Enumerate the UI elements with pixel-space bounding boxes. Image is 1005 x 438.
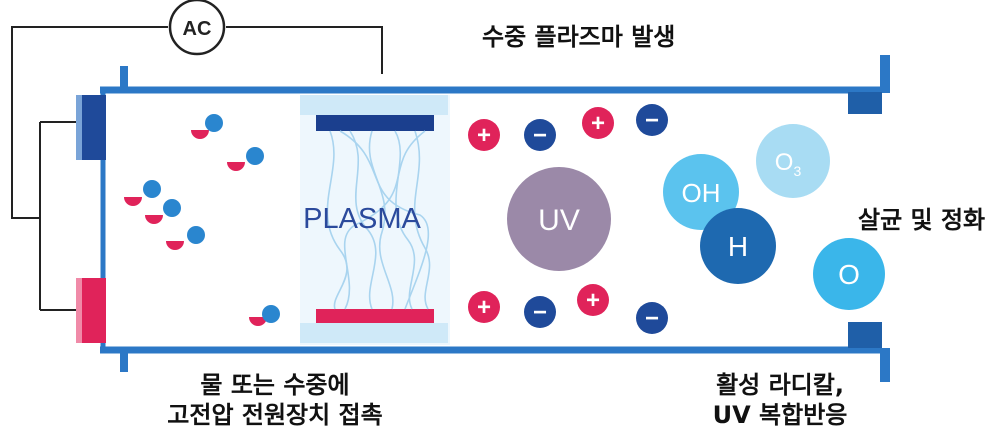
plasma-top-electrode (316, 115, 434, 131)
plasma-bottom-electrode (316, 309, 434, 323)
svg-text:+: + (586, 287, 600, 314)
outlet-cap-bottom (848, 322, 882, 348)
svg-text:−: − (645, 305, 659, 332)
plasma-region: PLASMA (300, 95, 450, 345)
ac-source: AC (168, 0, 226, 56)
svg-text:−: − (645, 107, 659, 134)
oh-radical: OH (663, 154, 739, 230)
negative-ion: − (636, 302, 668, 334)
positive-ion: + (577, 284, 609, 316)
negative-ion: − (524, 119, 556, 151)
svg-text:+: + (591, 110, 605, 137)
bottom-left-caption-line1: 물 또는 수중에 (200, 371, 350, 399)
bottom-left-caption: 물 또는 수중에 고전압 전원장치 접촉 (150, 370, 400, 430)
left-electrode-top (80, 95, 106, 160)
svg-text:−: − (533, 299, 547, 326)
top-caption: 수중 플라즈마 발생 (482, 23, 676, 51)
o-radical: O (813, 238, 885, 310)
uv-circle: UV (507, 167, 611, 271)
left-electrode-bottom-edge (76, 278, 82, 343)
plasma-label: PLASMA (303, 203, 421, 235)
svg-text:−: − (533, 122, 547, 149)
bottom-left-flange (120, 350, 128, 372)
plasma-bottom-plate (300, 323, 448, 343)
o3-label: O3 (775, 149, 802, 179)
svg-text:+: + (477, 294, 491, 321)
water-molecule (227, 147, 264, 171)
plasma-top-plate (300, 95, 448, 115)
water-molecules (124, 114, 280, 326)
wire-top (11, 26, 168, 219)
tube (100, 55, 890, 382)
uv-label: UV (538, 204, 580, 237)
water-molecule (124, 180, 161, 206)
water-molecule (145, 199, 181, 224)
bottom-right-caption-line2: UV 복합반응 (712, 401, 848, 429)
negative-ion: − (524, 296, 556, 328)
water-molecule (191, 114, 223, 139)
left-electrode-bottom (80, 278, 106, 343)
top-left-flange (120, 66, 128, 92)
wire-bracket (39, 121, 80, 311)
ac-source-circle (168, 0, 226, 56)
bottom-right-caption-line1: 활성 라디칼, (716, 371, 844, 399)
o-label: O (838, 259, 860, 290)
left-electrodes (76, 95, 106, 343)
radicals: OH O3 H O (663, 124, 885, 310)
svg-text:+: + (477, 122, 491, 149)
ac-source-label: AC (183, 18, 212, 40)
positive-ion: + (468, 291, 500, 323)
bottom-right-flange (880, 348, 890, 382)
h-radical: H (700, 208, 776, 284)
bottom-right-caption: 활성 라디칼, UV 복합반응 (690, 370, 870, 430)
ions: + − + − + − + − (468, 104, 668, 334)
wire-to-top-electrode (226, 26, 383, 74)
oh-label: OH (682, 178, 721, 208)
water-molecule (249, 305, 280, 326)
plasma-discharge-lines (326, 130, 431, 310)
top-right-flange (880, 55, 890, 93)
right-caption: 살균 및 정화 (858, 206, 986, 234)
positive-ion: + (468, 119, 500, 151)
o3-molecule: O3 (756, 124, 830, 198)
outlet-cap-top (848, 92, 882, 114)
negative-ion: − (636, 104, 668, 136)
positive-ion: + (582, 107, 614, 139)
circuit-wires (11, 26, 383, 311)
h-label: H (728, 231, 748, 262)
water-molecule (166, 226, 205, 250)
left-electrode-top-edge (76, 95, 82, 160)
bottom-left-caption-line2: 고전압 전원장치 접촉 (167, 401, 383, 429)
